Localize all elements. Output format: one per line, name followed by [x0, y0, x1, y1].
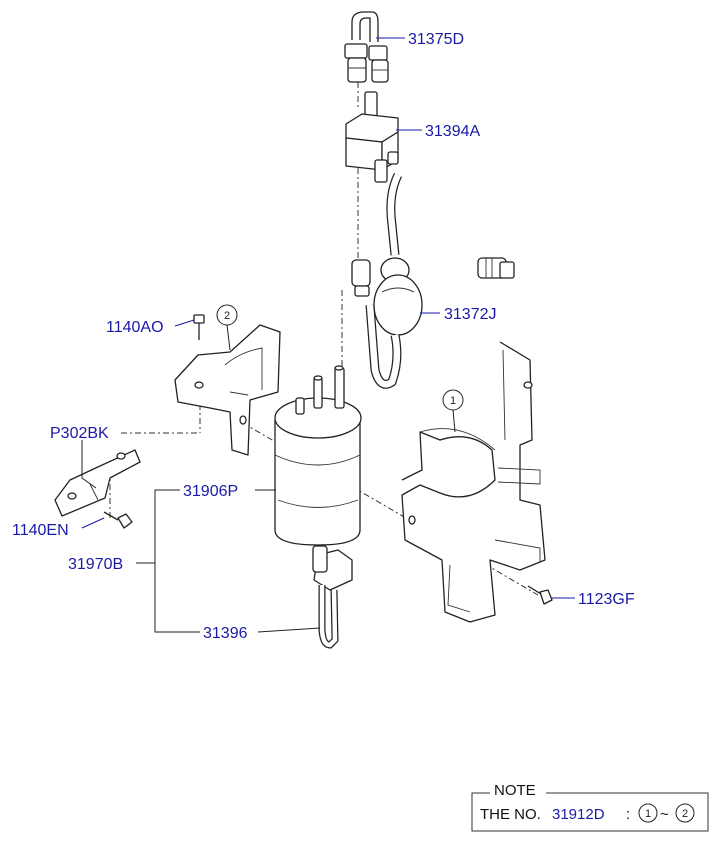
part-label-1140ao[interactable]: 1140AO	[106, 319, 164, 336]
filter-bracket-main[interactable]	[401, 341, 546, 623]
leader-lines	[81, 37, 575, 633]
part-label-31375d[interactable]: 31375D	[408, 31, 464, 48]
note-tilde: ~	[660, 806, 669, 823]
callout-1-text: 1	[450, 395, 456, 407]
part-label-31394a[interactable]: 31394A	[425, 123, 480, 140]
valve-31394a[interactable]	[345, 91, 399, 183]
part-label-31970b[interactable]: 31970B	[68, 556, 123, 573]
note-to-number: 2	[682, 808, 688, 820]
note-title: NOTE	[494, 782, 536, 799]
note-range-separator: :	[626, 806, 630, 823]
note-part-number[interactable]: 31912D	[552, 806, 605, 823]
bracket-p302bk[interactable]	[54, 449, 141, 517]
callout-1: 1	[442, 389, 464, 433]
callout-2-text: 2	[224, 310, 230, 322]
bolt-1123gf[interactable]	[527, 585, 553, 605]
filter-bracket-small[interactable]	[174, 324, 281, 456]
part-label-p302bk[interactable]: P302BK	[50, 425, 109, 442]
water-sensor-31396[interactable]	[312, 545, 353, 649]
fuel-filter-31906p[interactable]	[274, 365, 362, 546]
hose-connector-31375d[interactable]	[344, 11, 389, 83]
part-label-1140en[interactable]: 1140EN	[12, 522, 69, 539]
bolt-1140ao[interactable]	[193, 314, 205, 340]
part-label-31396[interactable]: 31396	[203, 625, 248, 642]
bolt-1140en[interactable]	[103, 511, 133, 529]
note-from-number: 1	[645, 808, 651, 820]
callout-2: 2	[216, 304, 238, 351]
hose-primer-31372j[interactable]	[351, 156, 515, 389]
part-label-31372j[interactable]: 31372J	[444, 306, 497, 323]
note-box: NOTE THE NO. 31912D : 1 ~ 2	[471, 781, 709, 832]
part-label-31906p[interactable]: 31906P	[183, 483, 238, 500]
note-prefix: THE NO.	[480, 806, 541, 823]
part-label-1123gf[interactable]: 1123GF	[578, 591, 635, 608]
